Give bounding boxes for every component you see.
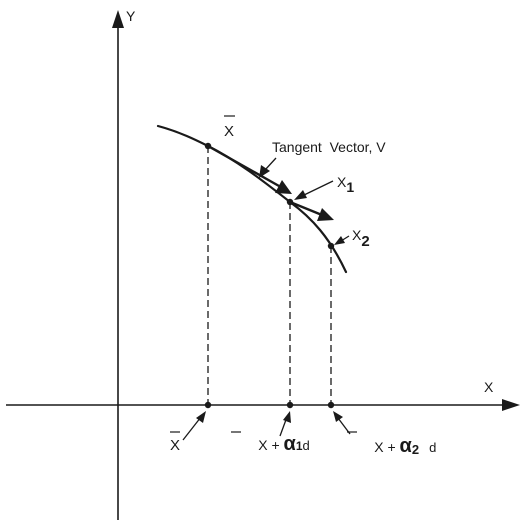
svg-text:X + α1d: X + α1d bbox=[231, 433, 329, 455]
svg-text:X: X bbox=[170, 437, 180, 454]
svg-text:X + α2d: X + α2d bbox=[347, 435, 456, 457]
y-axis-label: Y bbox=[126, 8, 136, 24]
tangent-vector-arrow bbox=[207, 144, 292, 194]
axis-point-alpha1 bbox=[286, 401, 294, 409]
svg-text:X: X bbox=[224, 123, 234, 140]
step-vector-arrow bbox=[289, 200, 334, 221]
label-x1: X1 bbox=[294, 174, 354, 200]
axis-point-alpha2 bbox=[327, 401, 335, 409]
svg-text:X2: X2 bbox=[352, 227, 370, 250]
axis-label-xbar: X bbox=[170, 411, 206, 454]
axes: Y X bbox=[6, 8, 520, 520]
axis-label-alpha1: X + α1d bbox=[231, 411, 329, 455]
x-axis-label: X bbox=[484, 379, 494, 395]
label-xbar: X bbox=[224, 115, 235, 140]
axis-point-xbar bbox=[204, 401, 212, 409]
tangent-vector-label: Tangent Vector, V bbox=[272, 139, 386, 155]
x-axis-arrowhead bbox=[502, 399, 520, 411]
function-curve bbox=[156, 124, 348, 274]
y-axis-arrowhead bbox=[112, 10, 124, 28]
svg-text:X1: X1 bbox=[337, 174, 354, 195]
label-x2: X2 bbox=[334, 227, 370, 250]
label-tangent-vector: Tangent Vector, V bbox=[259, 139, 386, 178]
